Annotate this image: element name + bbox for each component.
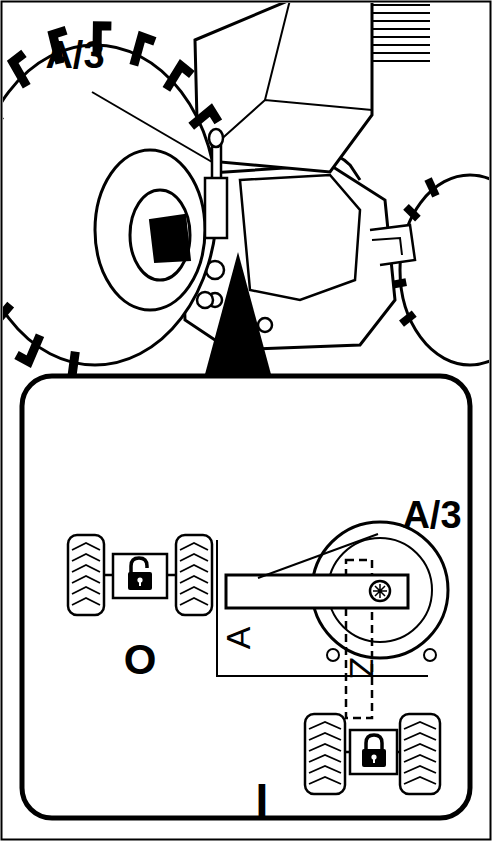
tire-tread (72, 543, 100, 550)
leader-line (92, 92, 212, 162)
left-wheel (3, 26, 218, 375)
lever-base (205, 178, 227, 238)
bolt (258, 318, 272, 332)
bracket (372, 238, 402, 255)
position-label: I (256, 777, 269, 823)
gearbox (180, 165, 395, 350)
position-letter: Z (345, 658, 379, 679)
tire-tread (404, 766, 436, 773)
stop-pin (327, 649, 339, 661)
tire-lug (191, 110, 218, 126)
tire-tread (309, 777, 341, 784)
tractor-view (3, 3, 489, 375)
tire-tread (180, 543, 208, 550)
tire-lug (13, 53, 27, 86)
leader-line (258, 534, 378, 578)
tire-tread (180, 576, 208, 583)
screw-head (373, 584, 387, 598)
unlocked-padlock (128, 558, 152, 590)
tire-tread (180, 565, 208, 572)
tire-lug (406, 207, 418, 219)
tire-icon (176, 535, 212, 615)
tire-tread (180, 598, 208, 605)
gearbox-cover (240, 175, 360, 300)
tire-lug (57, 352, 75, 375)
tire-lug (401, 314, 414, 324)
inset-frame (22, 376, 470, 818)
position-letter: A (221, 627, 255, 650)
cooling-fins (372, 5, 430, 61)
stop-pin (424, 649, 436, 661)
lock-box (113, 554, 167, 598)
tire-tread (309, 766, 341, 773)
lever-position-a (226, 575, 408, 608)
tire-icons (68, 535, 440, 794)
lever-knob (209, 129, 223, 147)
pointer-spike (204, 252, 272, 378)
tire-lug (428, 179, 436, 196)
tire-icon (400, 714, 440, 794)
tire-tread (72, 587, 100, 594)
tire-icon (305, 714, 345, 794)
part-label: A/3 (402, 496, 461, 534)
tire-tread (72, 576, 100, 583)
tire-tread (180, 554, 208, 561)
bracket (370, 225, 415, 265)
locked-padlock (362, 735, 386, 767)
tire-lug (17, 335, 40, 362)
tire-tread (309, 722, 341, 729)
tire-lug (166, 66, 191, 90)
screw (370, 581, 390, 601)
tire-tread (72, 554, 100, 561)
tire-tread (404, 777, 436, 784)
tire-tread (309, 733, 341, 740)
tire-tread (404, 744, 436, 751)
tire-lug (134, 37, 155, 66)
tire-tread (309, 755, 341, 762)
tire-icon (68, 535, 104, 615)
tire-tread (404, 755, 436, 762)
tire-tread (180, 587, 208, 594)
lock-box (350, 730, 397, 774)
tire-tread (72, 598, 100, 605)
hood-edge (265, 3, 290, 100)
right-wheel (392, 175, 489, 365)
position-label: O (124, 639, 157, 681)
tire-tread (404, 733, 436, 740)
tire-tread (309, 744, 341, 751)
tire-lug (3, 305, 11, 325)
hood-edge (198, 100, 372, 160)
part-label: A/3 (45, 36, 104, 74)
tire-tread (72, 565, 100, 572)
tire-tread (404, 722, 436, 729)
